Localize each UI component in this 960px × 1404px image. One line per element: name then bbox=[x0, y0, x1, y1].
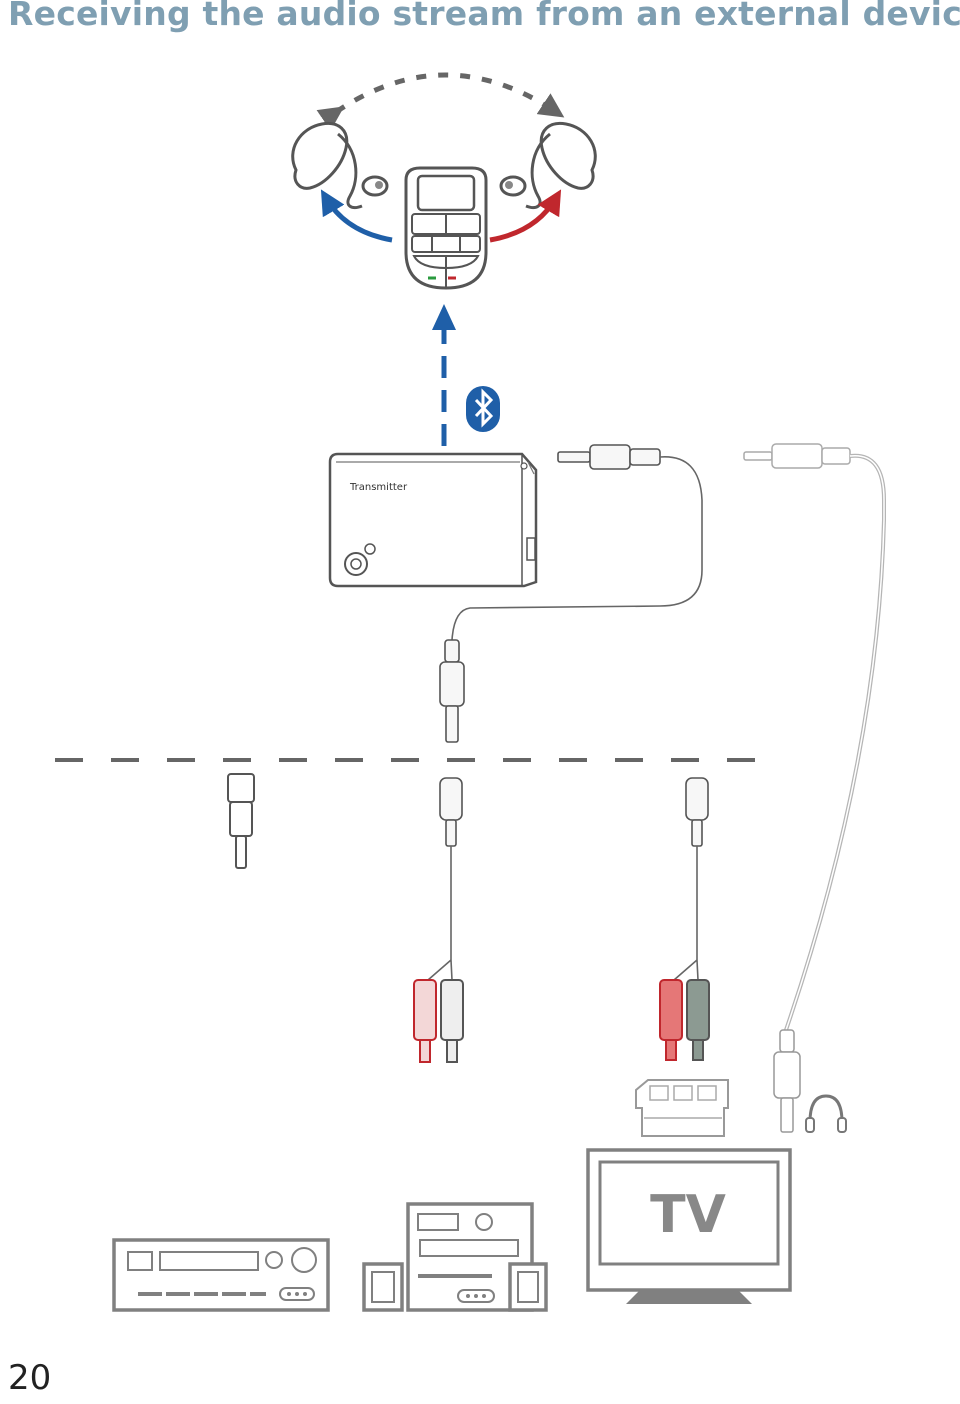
audio-cable-main bbox=[439, 444, 703, 743]
rca-cable-icon-2 bbox=[659, 777, 710, 1061]
remote-control-icon bbox=[404, 166, 488, 290]
bluetooth-arrow-head bbox=[432, 304, 456, 330]
set-top-box-icon bbox=[635, 1079, 729, 1137]
stereo-receiver-icon bbox=[112, 1238, 330, 1312]
transmitter-label: Transmitter bbox=[349, 482, 408, 493]
tv-icon: TV bbox=[586, 1148, 792, 1304]
jack-adapter-icon bbox=[227, 773, 255, 869]
hearing-aid-left-icon bbox=[291, 121, 389, 210]
hifi-system-icon bbox=[362, 1202, 548, 1312]
page-title: Receiving the audio stream from an exter… bbox=[8, 0, 960, 33]
hearing-aid-right-icon bbox=[499, 121, 597, 210]
page-number: 20 bbox=[8, 1358, 52, 1398]
stream-arrow-right bbox=[489, 189, 562, 243]
headphones-icon bbox=[805, 1094, 847, 1133]
transmitter-icon: Transmitter bbox=[328, 452, 538, 588]
rca-cable-icon-1 bbox=[413, 777, 464, 1063]
bluetooth-icon bbox=[466, 386, 500, 432]
binaural-link-arc bbox=[316, 72, 565, 131]
tv-label: TV bbox=[650, 1185, 726, 1245]
stream-arrow-left bbox=[320, 189, 393, 243]
headphone-cable bbox=[743, 443, 886, 1133]
